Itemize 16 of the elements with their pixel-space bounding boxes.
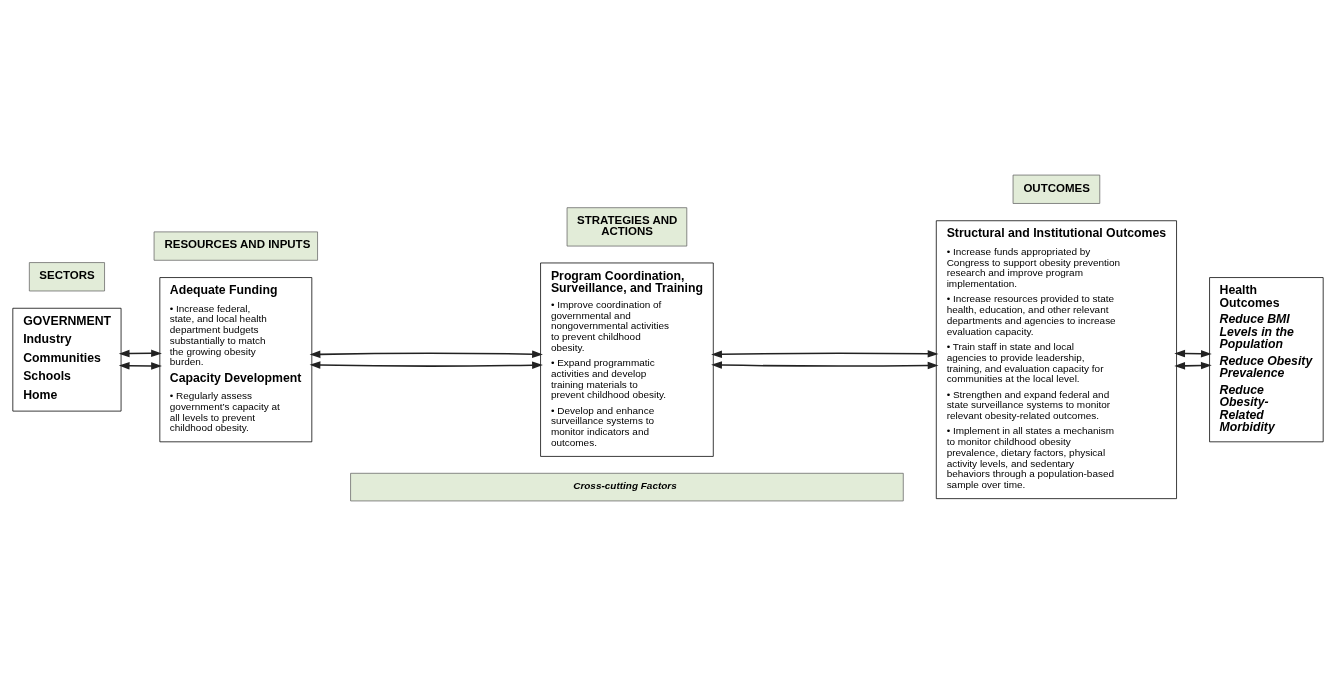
node-box: Health Outcomes Reduce BMI Levels in the Population Reduce Obesity Prevalence Reduce Obesity-Related Morbidity [1209,276,1324,442]
arrow [711,360,939,369]
node-box: Cross-cutting Factors [350,472,904,501]
arrow [309,360,543,369]
arrow [309,349,543,358]
node-box: GOVERNMENT Industry Communities Schools Home [12,307,122,411]
node-box: Structural and Institutional Outcomes • Increase funds appropriated by Congress to support obesity prevention research and improve program implementation. • Increase resources provided to state health, education, and other relevant departments and agencies to increase evaluation capacity. • Train staff in state and local agencies to provide leadership, training, and evaluation capacity for communities at the local level. • Strengthen and expand federal and state surveillance systems to monitor relevant obesity-related outcomes. • Implement in all states a mechanism to monitor childhood obesity prevalence, dietary factors, physical activity levels, and sedentary behaviors through a population-based sample over time. [935,219,1177,499]
node-box: RESOURCES AND INPUTS [153,231,318,261]
node-box: Adequate Funding • Increase federal, state, and local health department budgets substantially to match the growing obesity burden. Capacity Development • Regularly assess government’s capacity at all levels to prevent childhood obesity. [159,276,313,442]
arrow [118,349,162,357]
node-box: SECTORS [28,261,105,291]
arrow [118,361,162,370]
node-box: STRATEGIES AND ACTIONS [566,206,688,246]
arrow [711,349,939,358]
node-box: OUTCOMES [1012,174,1101,204]
node-box: Program Coordination, Surveillance, and Training • Improve coordination of governmental and nongovernmental activities to prevent childhood obesity. • Expand programmatic activities and develop training materials to prevent childhood obesity. • Develop and enhance surveillance systems to monitor indicators and outcomes. [540,262,714,457]
